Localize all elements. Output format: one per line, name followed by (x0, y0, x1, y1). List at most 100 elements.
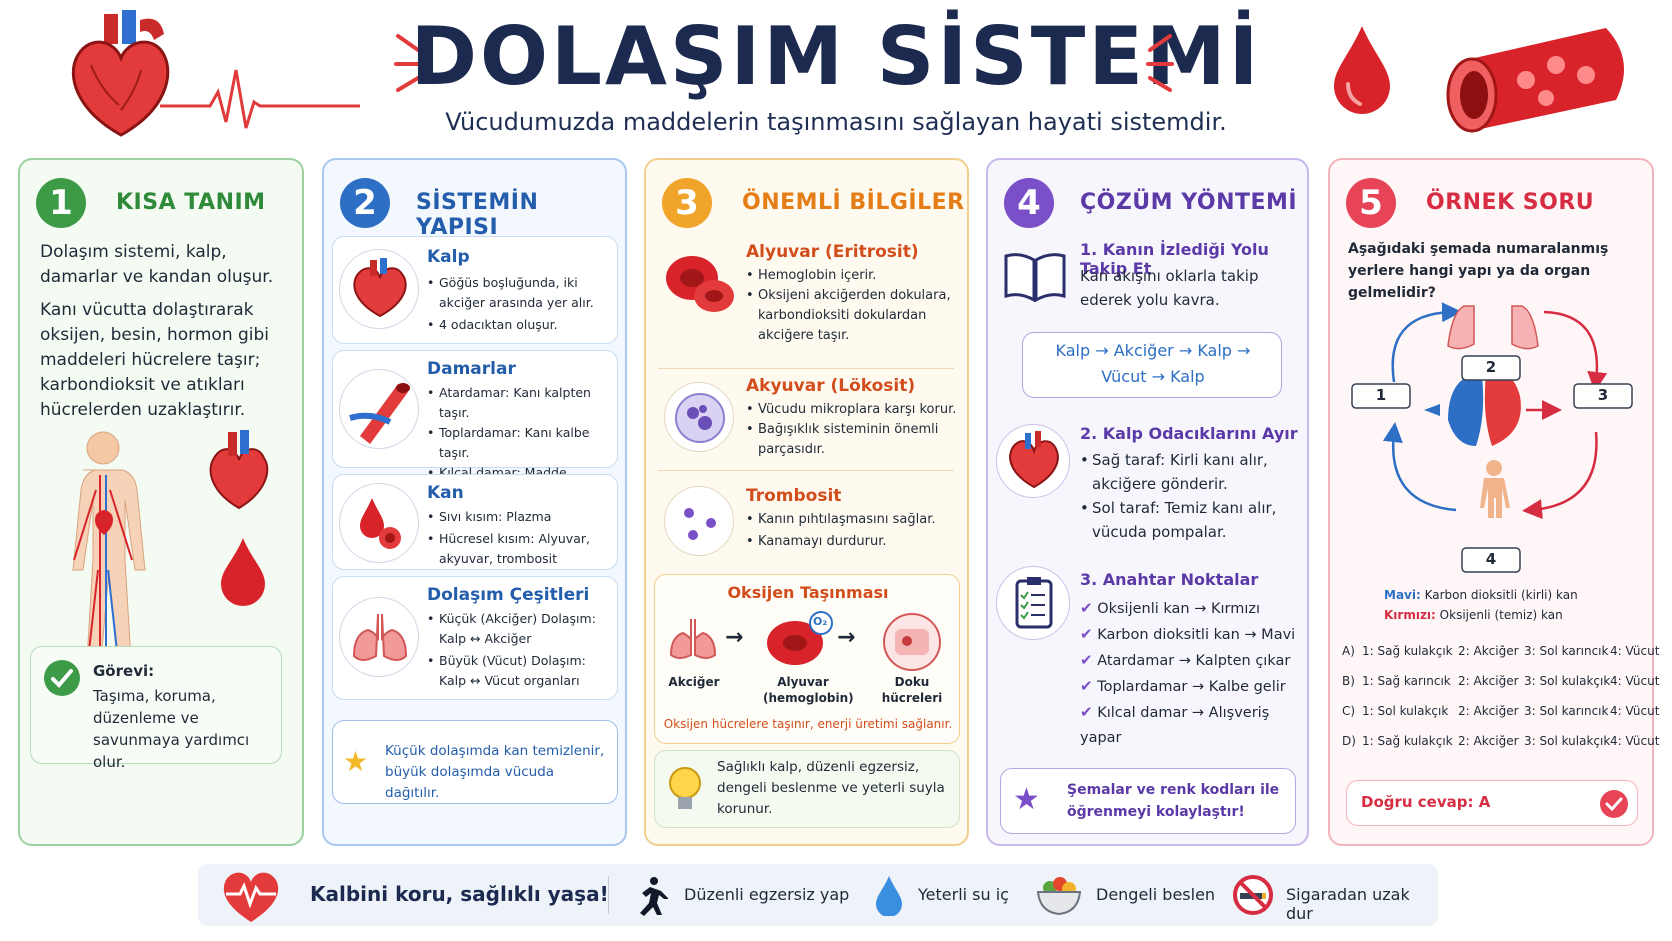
key-points-list: ✔ Oksijenli kan → Kırmızı ✔ Karbon dioks… (1080, 596, 1308, 751)
page-title: DOLAŞIM SİSTEMİ (410, 10, 1262, 103)
check-icon: ✔ (1080, 625, 1093, 643)
bullet: Sağ taraf: Kirli kanı alır, akciğere gön… (1080, 448, 1300, 496)
key-point: ✔ Karbon dioksitli kan → Mavi (1080, 622, 1308, 648)
star-icon: ★ (343, 745, 369, 778)
key-point: ✔ Oksijenli kan → Kırmızı (1080, 596, 1308, 622)
book-icon (1004, 253, 1066, 302)
step3-title: 3. Anahtar Noktalar (1080, 570, 1259, 589)
step2-bullets: Sağ taraf: Kirli kanı alır, akciğere gön… (1080, 448, 1300, 544)
water-drop-icon (876, 876, 902, 916)
option-part: 1: Sol kulakçık (1362, 704, 1449, 718)
diagram-label-2: 2 (1485, 358, 1497, 376)
option-part: 1: Sağ karıncık (1362, 674, 1451, 688)
step1-title: 1. Kanın İzlediği Yolu Takip Et (1080, 240, 1269, 278)
step-number: 4 (1004, 178, 1054, 228)
white-blood-cell-icon (664, 382, 734, 452)
lightbulb-icon (669, 767, 701, 809)
red-blood-cell-icon (767, 611, 833, 665)
option-part: 3: Sol kulakçık (1524, 734, 1611, 748)
heart-pulse-icon (223, 872, 279, 922)
question-text: Aşağıdaki şemada numaralanmış yerlere ha… (1348, 241, 1609, 301)
info-title: Akyuvar (Lökosit) (746, 376, 916, 396)
diagram-label-3: 3 (1597, 386, 1609, 404)
card-title: ÇÖZÜM YÖNTEMİ (1080, 190, 1298, 215)
step-number: 3 (662, 178, 712, 228)
card-short-definition: 1 KISA TANIM Dolaşım sistemi, kalp, dama… (18, 158, 304, 846)
page-subtitle: Vücudumuzda maddelerin taşınmasını sağla… (445, 108, 1227, 136)
divider (658, 470, 954, 471)
legend-text: Karbon dioksitli (kirli) kan (1424, 588, 1578, 602)
definition-text-2: Kanı vücutta dolaştırarak oksijen, besin… (40, 300, 270, 420)
legend-text: Oksijenli (temiz) kan (1439, 608, 1563, 622)
key-point-text: Atardamar → Kalpten çıkar (1097, 653, 1291, 669)
heartbeat-line-icon (160, 69, 360, 129)
bullet: Hücresel kısım: Alyuvar, akyuvar, trombo… (427, 529, 613, 569)
check-icon: ✔ (1080, 703, 1093, 721)
structure-bullets: Göğüs boşluğunda, iki akciğer arasında y… (427, 273, 613, 335)
bullet: 4 odacıktan oluşur. (427, 315, 613, 335)
check-circle-icon (1600, 790, 1628, 818)
heart-icon (339, 249, 419, 329)
card-important-info: 3 ÖNEMLİ BİLGİLER Alyuvar (Eritrosit) He… (644, 158, 969, 846)
note-box: ★ Küçük dolaşımda kan temizlenir, büyük … (332, 720, 618, 804)
card-solution-method: 4 ÇÖZÜM YÖNTEMİ 1. Kanın İzlediği Yolu T… (986, 158, 1309, 846)
card-title: ÖRNEK SORU (1426, 190, 1595, 215)
heart-icon (71, 10, 170, 137)
legend-key: Mavi: (1384, 588, 1421, 602)
option-part: 3: Sol karıncık (1524, 704, 1609, 718)
footer-bar: Kalbini koru, sağlıklı yaşa! Düzenli egz… (198, 864, 1438, 926)
structure-bullets: Sıvı kısım: Plazma Hücresel kısım: Alyuv… (427, 507, 613, 569)
structure-item: Dolaşım Çeşitleri Küçük (Akciğer) Dolaşı… (332, 576, 618, 700)
lungs-icon (669, 619, 717, 659)
structure-item: Kan Sıvı kısım: Plazma Hücresel kısım: A… (332, 474, 618, 570)
key-point-text: Karbon dioksitli kan → Mavi (1097, 627, 1296, 643)
key-point: ✔ Kılcal damar → Alışveriş yapar (1080, 700, 1308, 751)
key-point-text: Oksijenli kan → Kırmızı (1097, 601, 1261, 617)
blood-vessel-icon (1446, 28, 1624, 133)
key-point-text: Kılcal damar → Alışveriş yapar (1080, 705, 1270, 746)
option-part: 2: Akciğer (1458, 704, 1519, 718)
lungs-icon (339, 597, 419, 677)
option-part: 2: Akciğer (1458, 734, 1519, 748)
option-part: 2: Akciğer (1458, 644, 1519, 658)
oxygen-transport-box: Oksijen Taşınması → O₂ → Akciğer Alyuvar… (654, 574, 960, 744)
bullet: Büyük (Vücut) Dolaşım: Kalp ↔ Vücut orga… (427, 651, 613, 691)
card-title: SİSTEMİN YAPISI (416, 190, 539, 240)
bullet: Vücudu mikroplara karşı korur. (746, 400, 958, 420)
rbc-sublabel: (hemoglobin) (763, 691, 854, 705)
footer-tip-diet: Dengeli beslen (1096, 885, 1216, 904)
legend-red: Kırmızı: Oksijenli (temiz) kan (1384, 608, 1563, 622)
step1-text: Kan akışını oklarla takip ederek yolu ka… (1080, 267, 1259, 309)
rbc-label: Alyuvar (777, 675, 829, 689)
tip-box: Sağlıklı kalp, düzenli egzersiz, dengeli… (654, 750, 960, 828)
duty-title: Görevi: (93, 662, 155, 680)
structure-title: Kalp (427, 247, 470, 267)
key-point: ✔ Toplardamar → Kalbe gelir (1080, 674, 1308, 700)
card-sample-question: 5 ÖRNEK SORU Aşağıdaki şemada numaralanm… (1328, 158, 1659, 846)
bullet: Atardamar: Kanı kalpten taşır. (427, 383, 613, 423)
divider (608, 876, 609, 914)
red-blood-cell-icon (666, 256, 734, 312)
structure-item: Kalp Göğüs boşluğunda, iki akciğer arası… (332, 236, 618, 344)
diagram-label-4: 4 (1485, 550, 1497, 568)
check-icon: ✔ (1080, 677, 1093, 695)
key-point-text: Toplardamar → Kalbe gelir (1097, 679, 1286, 695)
burst-left-icon (394, 34, 422, 92)
oxygen-title: Oksijen Taşınması (727, 583, 889, 602)
footer-tip-smoking: Sigaradan uzak dur (1286, 885, 1410, 923)
info-title: Trombosit (746, 486, 842, 506)
bullet: Sıvı kısım: Plazma (427, 507, 613, 527)
card-title: KISA TANIM (116, 190, 266, 215)
circulation-diagram (1351, 302, 1633, 573)
check-icon: ✔ (1080, 599, 1093, 617)
bullet: Hemoglobin içerir. (746, 266, 958, 286)
answer-box: Doğru cevap: A (1346, 780, 1638, 826)
bullet: Kanın pıhtılaşmasını sağlar. (746, 510, 958, 530)
path-box: Kalp → Akciğer → Kalp → Vücut → Kalp (1022, 332, 1282, 398)
option-part: 4: Vücut (1610, 704, 1660, 718)
structure-title: Damarlar (427, 359, 516, 379)
